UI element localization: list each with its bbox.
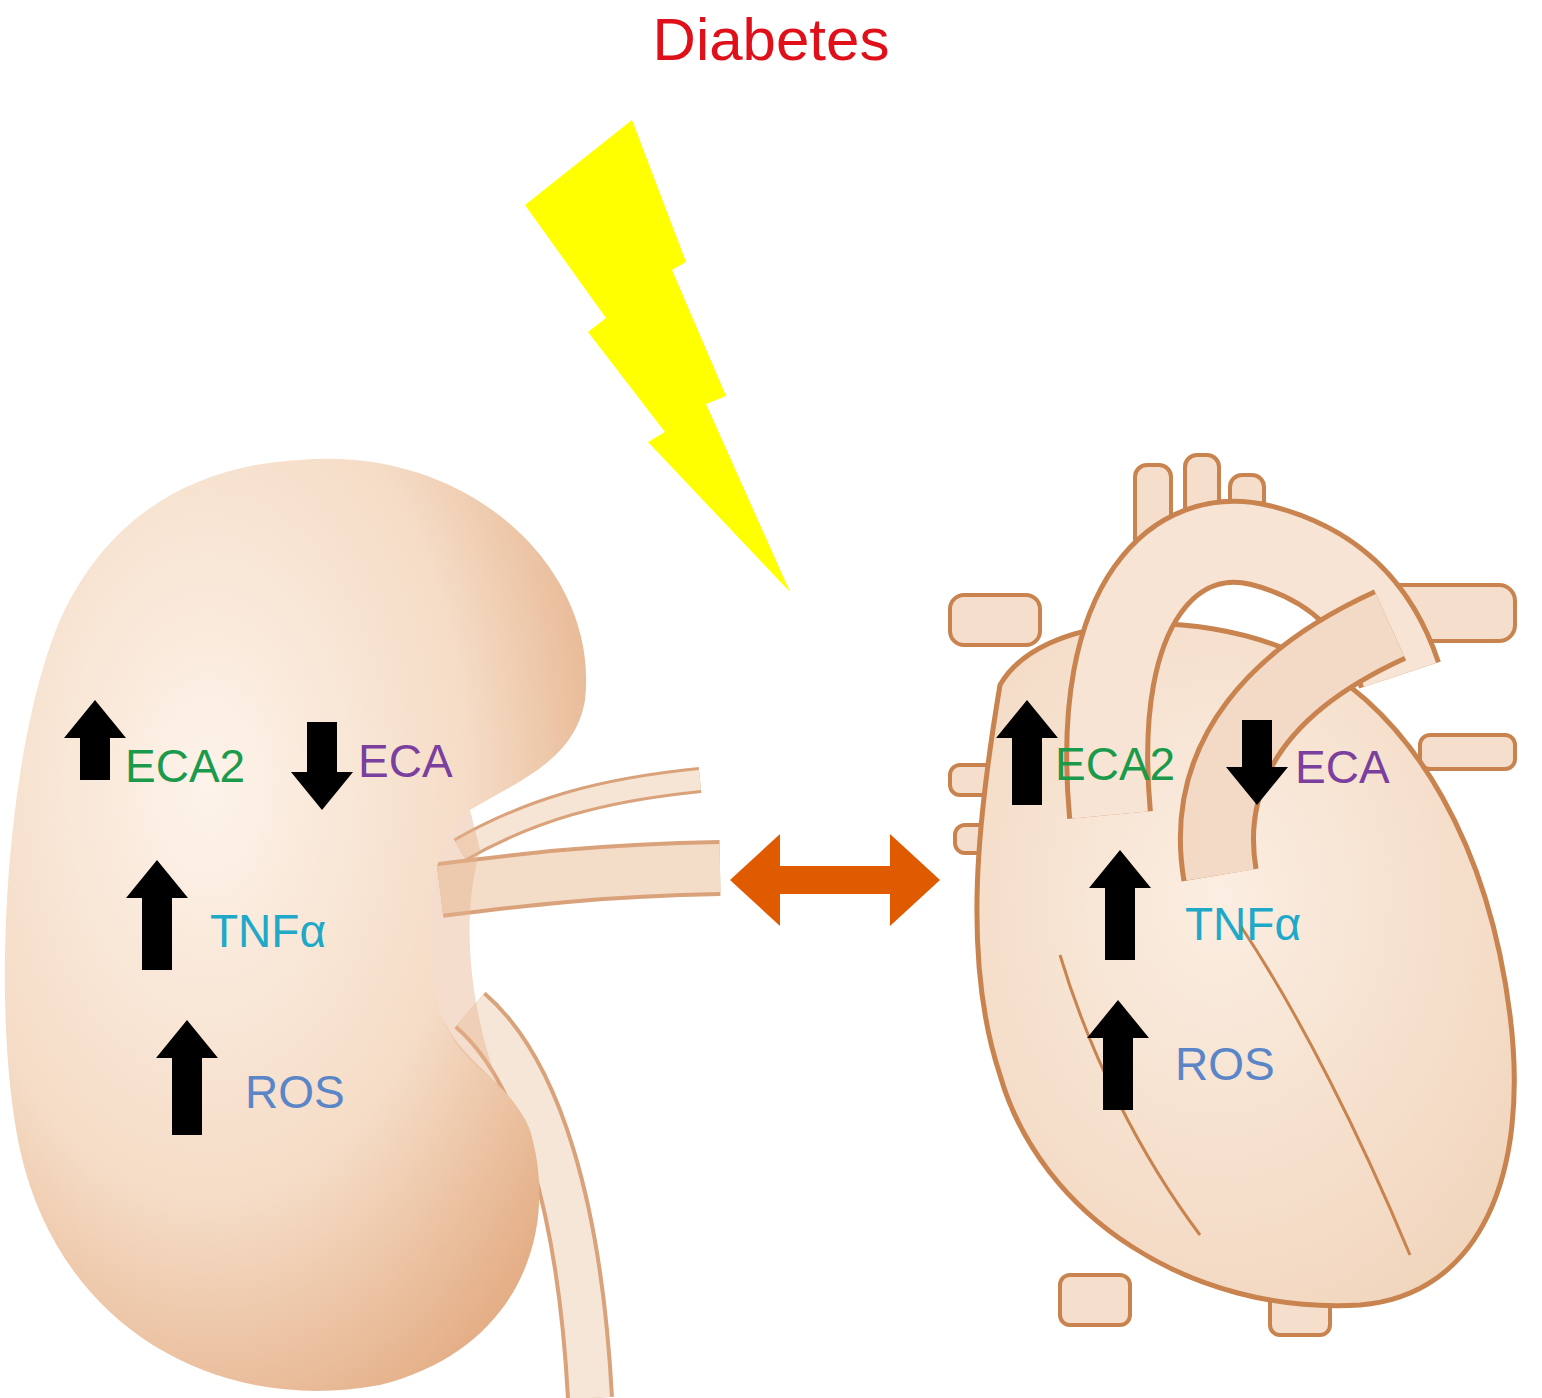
change-arrow	[291, 722, 353, 810]
vessel	[1060, 1275, 1130, 1325]
heart-organ: ECA2 ECA TNFαROS	[940, 455, 1535, 1345]
change-arrow	[156, 1020, 218, 1135]
kidney-shade	[430, 810, 500, 1090]
ros-label: ROS	[1175, 1037, 1275, 1092]
change-arrow	[1087, 1000, 1149, 1110]
cytokine-label: TNFα	[1185, 897, 1301, 952]
change-arrow	[64, 700, 126, 780]
pulmonary-trunk	[1217, 625, 1390, 875]
kidney-outline	[5, 459, 586, 1391]
enzyme-label: ECA	[1295, 740, 1390, 795]
change-arrow	[1226, 720, 1288, 805]
enzyme-label: ECA2	[125, 739, 245, 794]
change-arrow	[996, 700, 1058, 805]
heart-outline	[977, 624, 1514, 1306]
coronary-line	[1060, 955, 1200, 1235]
title: Diabetes	[0, 4, 1542, 76]
ros-label: ROS	[245, 1065, 345, 1120]
vessel	[1420, 735, 1515, 769]
kidney-organ: ECA2 ECA TNFαROS	[0, 450, 730, 1398]
vessel	[950, 595, 1040, 645]
renal-vessel	[440, 868, 720, 890]
pulmonary-trunk	[1217, 625, 1390, 875]
lightning-bolt-shape	[525, 120, 790, 592]
enzyme-label: ECA	[358, 734, 453, 789]
renal-vessel	[440, 868, 720, 890]
change-arrow	[1089, 850, 1151, 960]
kidney-organ-drawing	[0, 450, 730, 1398]
cytokine-label: TNFα	[210, 904, 326, 959]
double-arrow-connector	[730, 834, 940, 926]
enzyme-label: ECA2	[1055, 737, 1175, 792]
change-arrow	[126, 860, 188, 970]
